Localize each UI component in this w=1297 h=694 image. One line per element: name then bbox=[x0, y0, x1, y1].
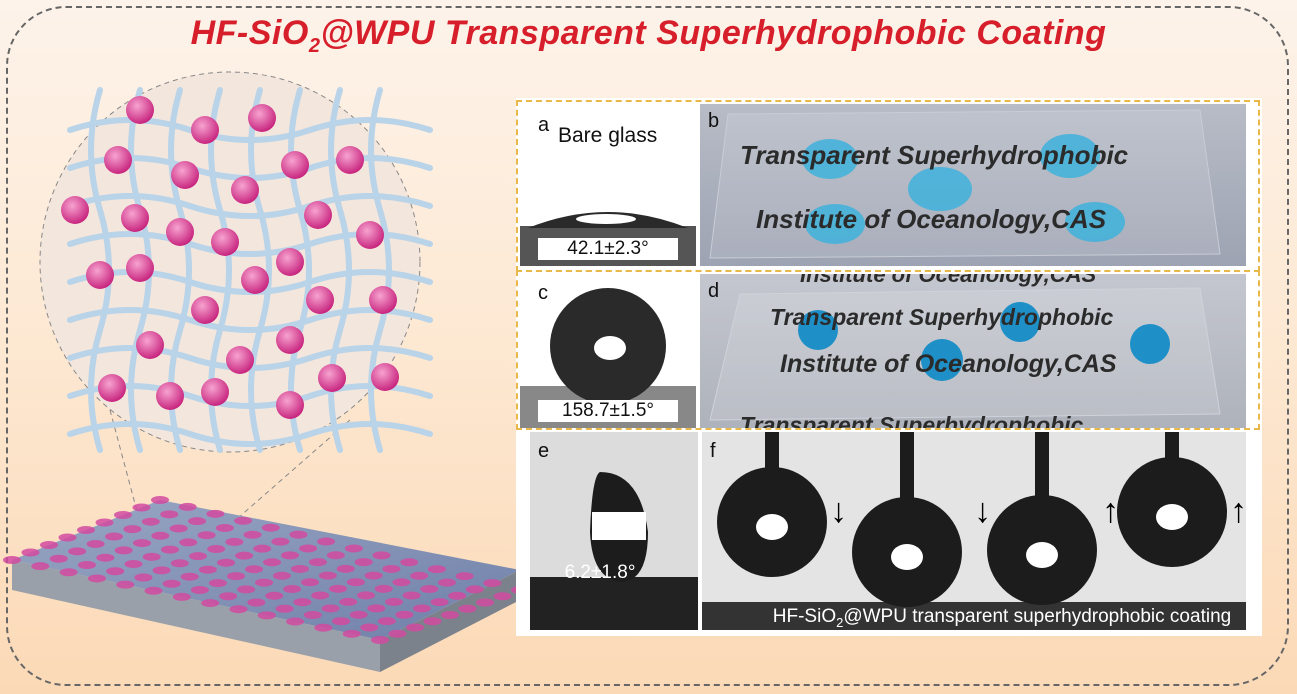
panel-a-heading: Bare glass bbox=[558, 124, 658, 147]
panel-a: a Bare glass 42.1±2.3° bbox=[520, 104, 696, 266]
dashed-box-top bbox=[516, 100, 1260, 272]
panel-a-label: a bbox=[538, 114, 550, 136]
arrow-up-icon: ↑ bbox=[1230, 492, 1246, 530]
panel-d-text-top: Institute of Oceanology,CAS bbox=[800, 274, 1097, 287]
panel-e: e 6.2±1.8° bbox=[530, 432, 698, 630]
panel-b: b Transparent Superhydrophobic Institute… bbox=[700, 104, 1246, 266]
panel-b-text-2: Institute of Oceanology,CAS bbox=[756, 204, 1107, 234]
panel-f: f ↓ ↓ ↑ ↑ HF-SiO2@WPU transparent superh… bbox=[702, 432, 1246, 630]
panel-c-angle: 158.7±1.5° bbox=[538, 400, 678, 422]
panel-c-label: c bbox=[538, 282, 548, 304]
water-droplet-icon bbox=[802, 134, 1125, 244]
panel-b-text-1: Transparent Superhydrophobic bbox=[740, 140, 1129, 170]
nanoparticle-icon bbox=[61, 96, 399, 419]
water-droplet-icon bbox=[798, 302, 1170, 381]
photo-panels: a Bare glass 42.1±2.3° b Transparent Sup… bbox=[516, 98, 1262, 636]
panel-f-caption: HF-SiO2@WPU transparent superhydrophobic… bbox=[772, 606, 1232, 630]
coating-illustration bbox=[3, 71, 520, 672]
arrow-down-icon: ↓ bbox=[830, 492, 847, 530]
panel-d-label: d bbox=[708, 280, 720, 302]
coated-substrate-icon bbox=[3, 496, 520, 672]
dashed-box-middle bbox=[516, 270, 1260, 430]
panel-d-text-bottom: Transparent Superhydrophobic bbox=[740, 412, 1084, 428]
panel-b-label: b bbox=[708, 110, 720, 132]
panel-d-text-1: Transparent Superhydrophobic bbox=[770, 304, 1114, 330]
panel-c: c 158.7±1.5° bbox=[520, 274, 696, 428]
panel-a-angle: 42.1±2.3° bbox=[538, 238, 678, 260]
panel-f-label: f bbox=[710, 440, 716, 462]
panel-d-text-2: Institute of Oceanology,CAS bbox=[780, 350, 1117, 378]
dashed-frame bbox=[6, 6, 1289, 686]
figure-title: HF-SiO2@WPU Transparent Superhydrophobic… bbox=[190, 14, 1107, 57]
arrow-up-icon: ↑ bbox=[1102, 492, 1119, 530]
panel-e-angle: 6.2±1.8° bbox=[564, 562, 636, 583]
panel-d: d Institute of Oceanology,CAS Transparen… bbox=[700, 274, 1246, 428]
panel-e-label: e bbox=[538, 440, 550, 462]
arrow-down-icon: ↓ bbox=[974, 492, 991, 530]
